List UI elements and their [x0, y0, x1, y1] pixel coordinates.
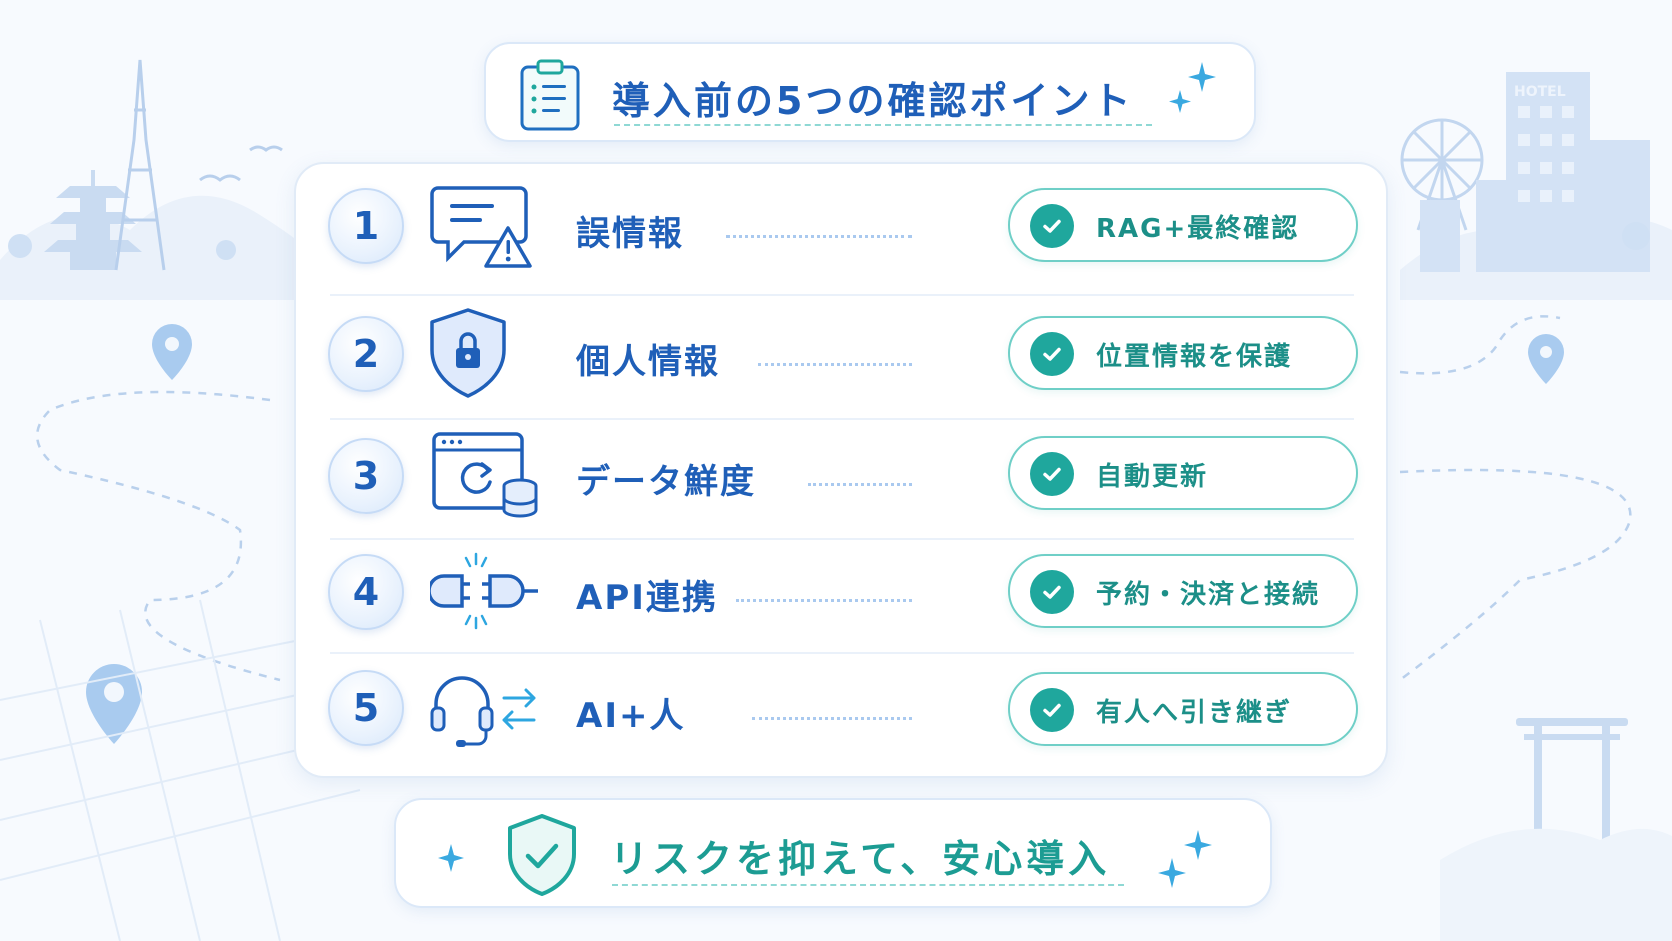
row-number: 4 [328, 554, 404, 630]
row-divider [330, 418, 1354, 420]
footer-message: リスクを抑えて、安心導入 [610, 837, 1111, 881]
browser-refresh-database-icon [432, 432, 538, 518]
pagoda-illustration [44, 170, 142, 270]
result-badge: 位置情報を保護 [1008, 316, 1358, 390]
result-text: 有人へ引き継ぎ [1096, 698, 1293, 728]
dotted-leader [758, 363, 912, 366]
row-number: 5 [328, 670, 404, 746]
checklist-row: 4 API連携 予約・決済と接続 [296, 540, 1390, 644]
tower-illustration [114, 59, 166, 271]
result-text: 自動更新 [1096, 462, 1209, 492]
row-divider [330, 538, 1354, 540]
checklist-row: 1 誤情報 RAG+最終確認 [296, 178, 1390, 274]
check-icon [1030, 452, 1074, 496]
row-label: 個人情報 [576, 342, 720, 382]
check-icon [1030, 204, 1074, 248]
dotted-leader [752, 717, 912, 720]
speech-bubble-warning-icon [430, 186, 532, 268]
result-text: 位置情報を保護 [1096, 342, 1293, 372]
checklist-row: 5 AI+人 有人へ引き継ぎ [296, 654, 1390, 764]
row-divider [330, 652, 1354, 654]
headset-swap-icon [430, 676, 536, 747]
row-label: 誤情報 [576, 214, 684, 254]
dotted-leader [736, 599, 912, 602]
map-pin-illustration [86, 324, 1564, 744]
sparkle-icon [438, 844, 464, 872]
footer-banner: リスクを抑えて、安心導入 [394, 798, 1272, 908]
title-banner: 導入前の5つの確認ポイント [484, 42, 1256, 142]
dotted-leader [726, 235, 912, 238]
row-number: 1 [328, 188, 404, 264]
result-badge: 自動更新 [1008, 436, 1358, 510]
result-text: RAG+最終確認 [1096, 214, 1300, 244]
plug-connector-icon [430, 552, 538, 630]
page-title: 導入前の5つの確認ポイント [612, 79, 1134, 123]
checklist-card: 1 誤情報 RAG+最終確認 2 個人情報 [294, 162, 1388, 778]
clipboard-checklist-icon [520, 59, 580, 131]
checklist-row: 2 個人情報 位置情報を保護 [296, 300, 1390, 408]
shield-check-icon [508, 814, 576, 896]
sparkle-icon [1169, 62, 1216, 113]
row-number: 3 [328, 438, 404, 514]
hotel-sign: HOTEL [1514, 84, 1566, 100]
check-icon [1030, 570, 1074, 614]
dotted-leader [808, 483, 912, 486]
torii-gate-illustration [1516, 718, 1628, 846]
city-buildings-illustration [1420, 72, 1650, 272]
check-icon [1030, 332, 1074, 376]
footer-underline [612, 884, 1124, 886]
result-text: 予約・決済と接続 [1096, 580, 1321, 610]
row-label: AI+人 [576, 696, 686, 736]
shield-lock-icon [430, 308, 506, 398]
result-badge: 予約・決済と接続 [1008, 554, 1358, 628]
check-icon [1030, 688, 1074, 732]
row-label: データ鮮度 [576, 462, 756, 502]
sparkle-icon [1158, 830, 1212, 888]
checklist-row: 3 データ鮮度 自動更新 [296, 422, 1390, 528]
result-badge: RAG+最終確認 [1008, 188, 1358, 262]
row-number: 2 [328, 316, 404, 392]
title-underline [614, 124, 1152, 126]
result-badge: 有人へ引き継ぎ [1008, 672, 1358, 746]
row-divider [330, 294, 1354, 296]
row-label: API連携 [576, 578, 718, 618]
